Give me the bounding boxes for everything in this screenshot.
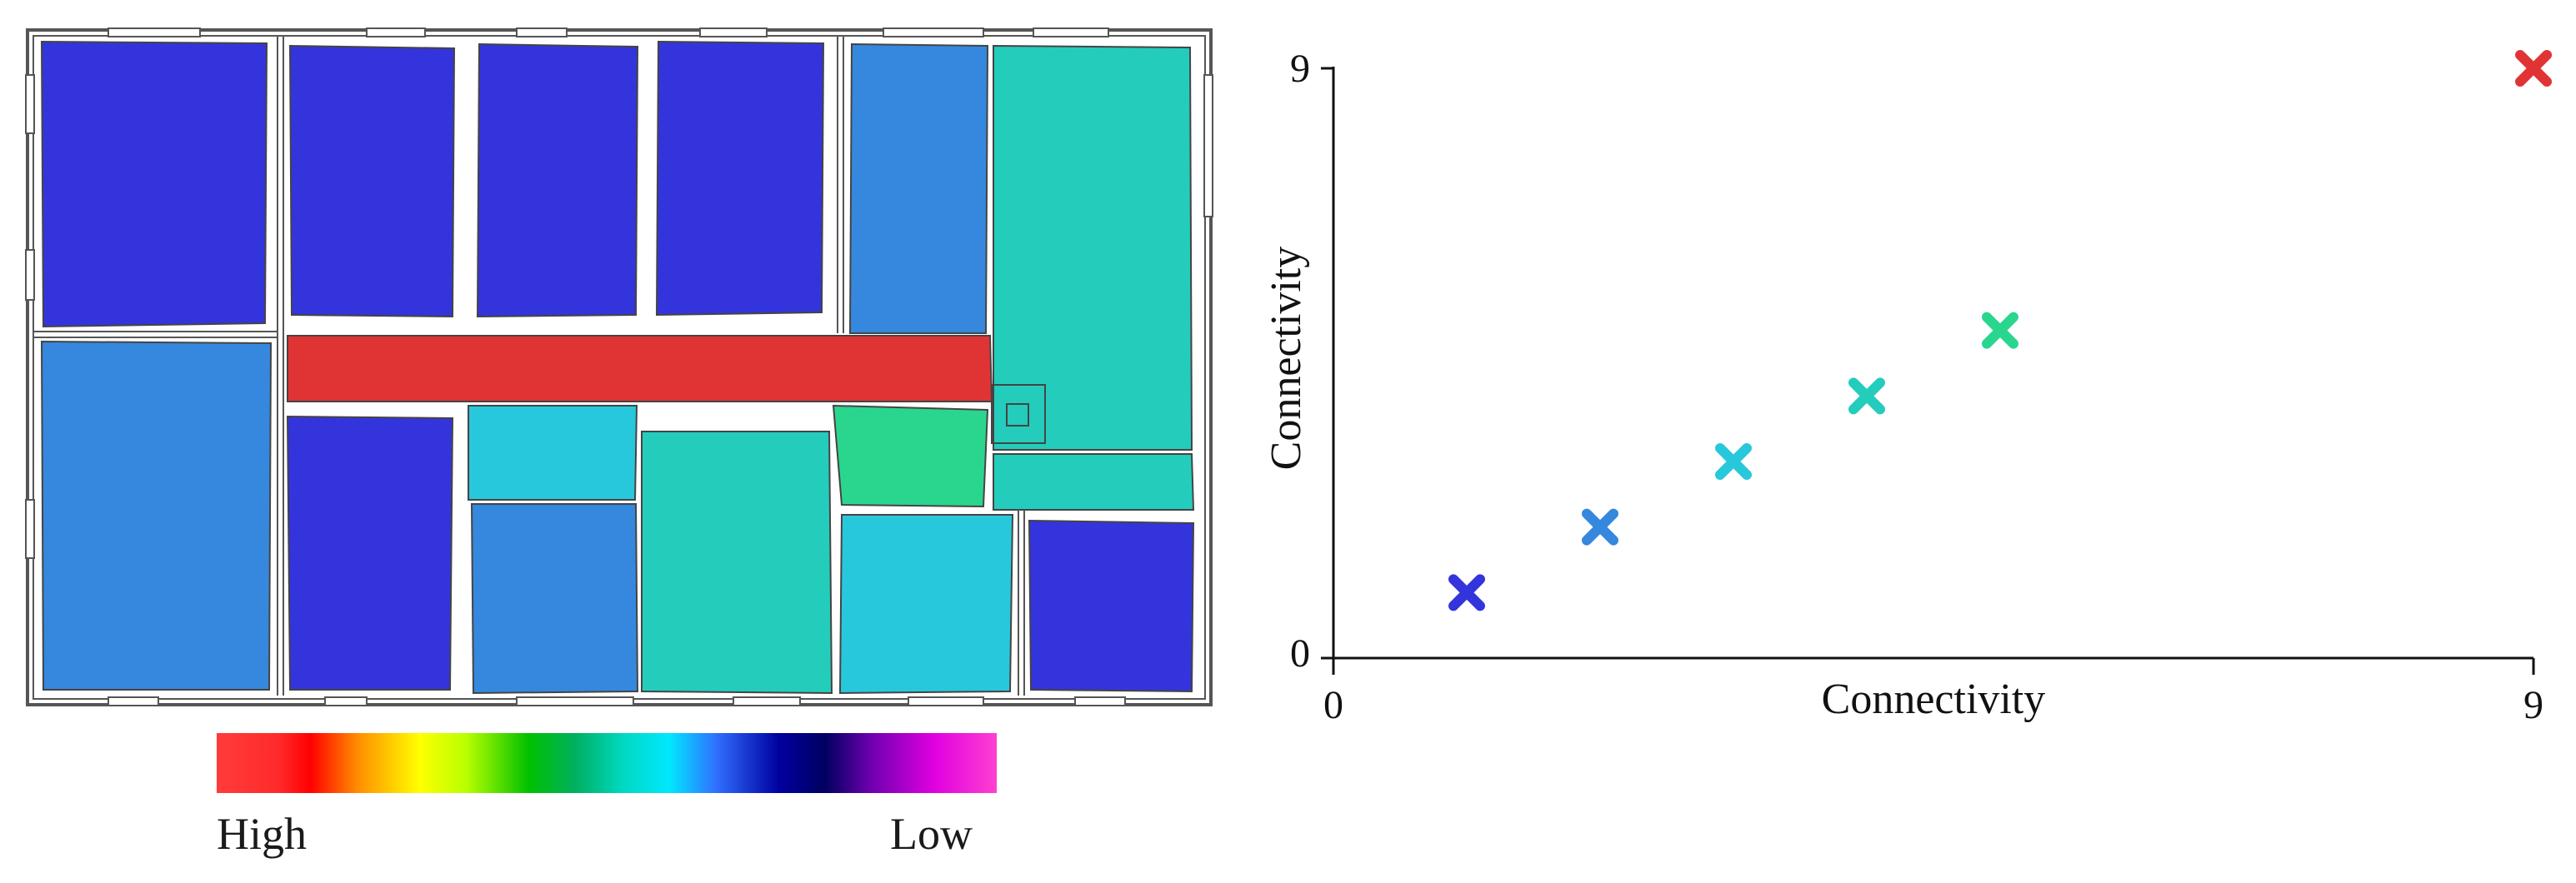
room-living-bottom: [993, 453, 1195, 511]
room-kitchen: [468, 405, 638, 501]
x-axis-label: Connectivity: [1822, 676, 2046, 723]
y-axis-label: Connectivity: [1263, 247, 1310, 471]
room-bedroom-4: [655, 40, 825, 317]
room-bedroom-1: [40, 40, 268, 328]
room-living-left: [40, 340, 273, 691]
x-tick-label-min: 0: [1323, 683, 1343, 727]
room-study-top: [848, 42, 989, 334]
room-dining: [641, 431, 833, 695]
scatter-points: [1448, 50, 2552, 611]
room-living-top: [993, 44, 1193, 451]
room-balcony: [832, 404, 989, 508]
scatter-point-4: [1848, 377, 1885, 415]
x-tick-label-max: 9: [2523, 683, 2543, 727]
interior-walls: [33, 36, 1025, 696]
room-bedroom-3: [476, 42, 639, 318]
scatter-point-6: [2515, 50, 2552, 87]
room-store: [470, 503, 639, 695]
scatter-point-2: [1582, 508, 1618, 546]
legend-high-label: High: [217, 809, 307, 859]
rooms: [40, 40, 1195, 695]
y-tick-label-max: 9: [1290, 47, 1310, 91]
room-lift-inner: [1006, 403, 1029, 427]
room-bedroom-5: [286, 415, 454, 691]
room-lift-core: [991, 384, 1046, 444]
y-tick-label-min: 0: [1290, 631, 1310, 676]
room-bedroom-6: [1028, 519, 1195, 693]
scatter-point-3: [1715, 443, 1752, 480]
room-bath: [838, 514, 1014, 695]
window-marks: [25, 27, 1213, 706]
scatter-point-1: [1448, 574, 1485, 611]
legend-color-bar: [217, 733, 997, 793]
floor-plan: [25, 27, 1213, 706]
scatter-point-5: [1982, 312, 2018, 349]
legend-low-label: Low: [890, 809, 973, 859]
room-bedroom-2: [288, 44, 456, 318]
